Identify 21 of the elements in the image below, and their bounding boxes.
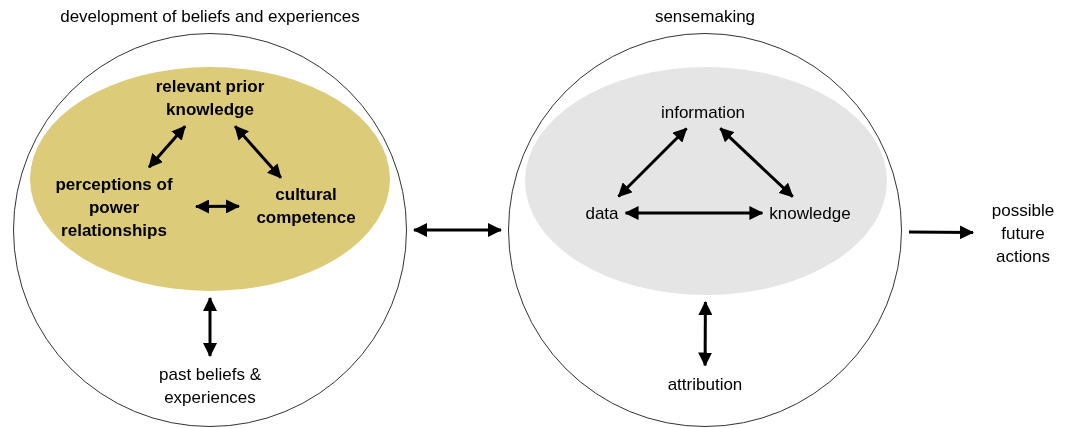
double-arrow	[624, 206, 764, 220]
node-label: information	[660, 101, 746, 124]
node-label: possible future actions	[990, 199, 1056, 268]
node-label: past beliefs & experiences	[157, 364, 263, 409]
node-label: knowledge	[769, 202, 851, 225]
node-label: cultural competence	[255, 184, 357, 229]
double-arrow	[147, 125, 187, 169]
node-label: relevant prior knowledge	[154, 76, 266, 121]
arrow	[908, 225, 974, 240]
node-label: attribution	[667, 373, 743, 396]
node-label: perceptions of power relationships	[54, 173, 174, 242]
circle-heading: sensemaking	[653, 6, 757, 28]
double-arrow	[617, 127, 688, 198]
double-arrow	[195, 199, 240, 214]
double-arrow	[203, 297, 217, 357]
node-label: data	[585, 202, 619, 225]
double-arrow	[233, 125, 283, 179]
double-arrow	[719, 127, 794, 198]
circle-heading: development of beliefs and experiences	[59, 6, 361, 28]
double-arrow	[698, 301, 713, 367]
double-arrow	[413, 223, 502, 237]
